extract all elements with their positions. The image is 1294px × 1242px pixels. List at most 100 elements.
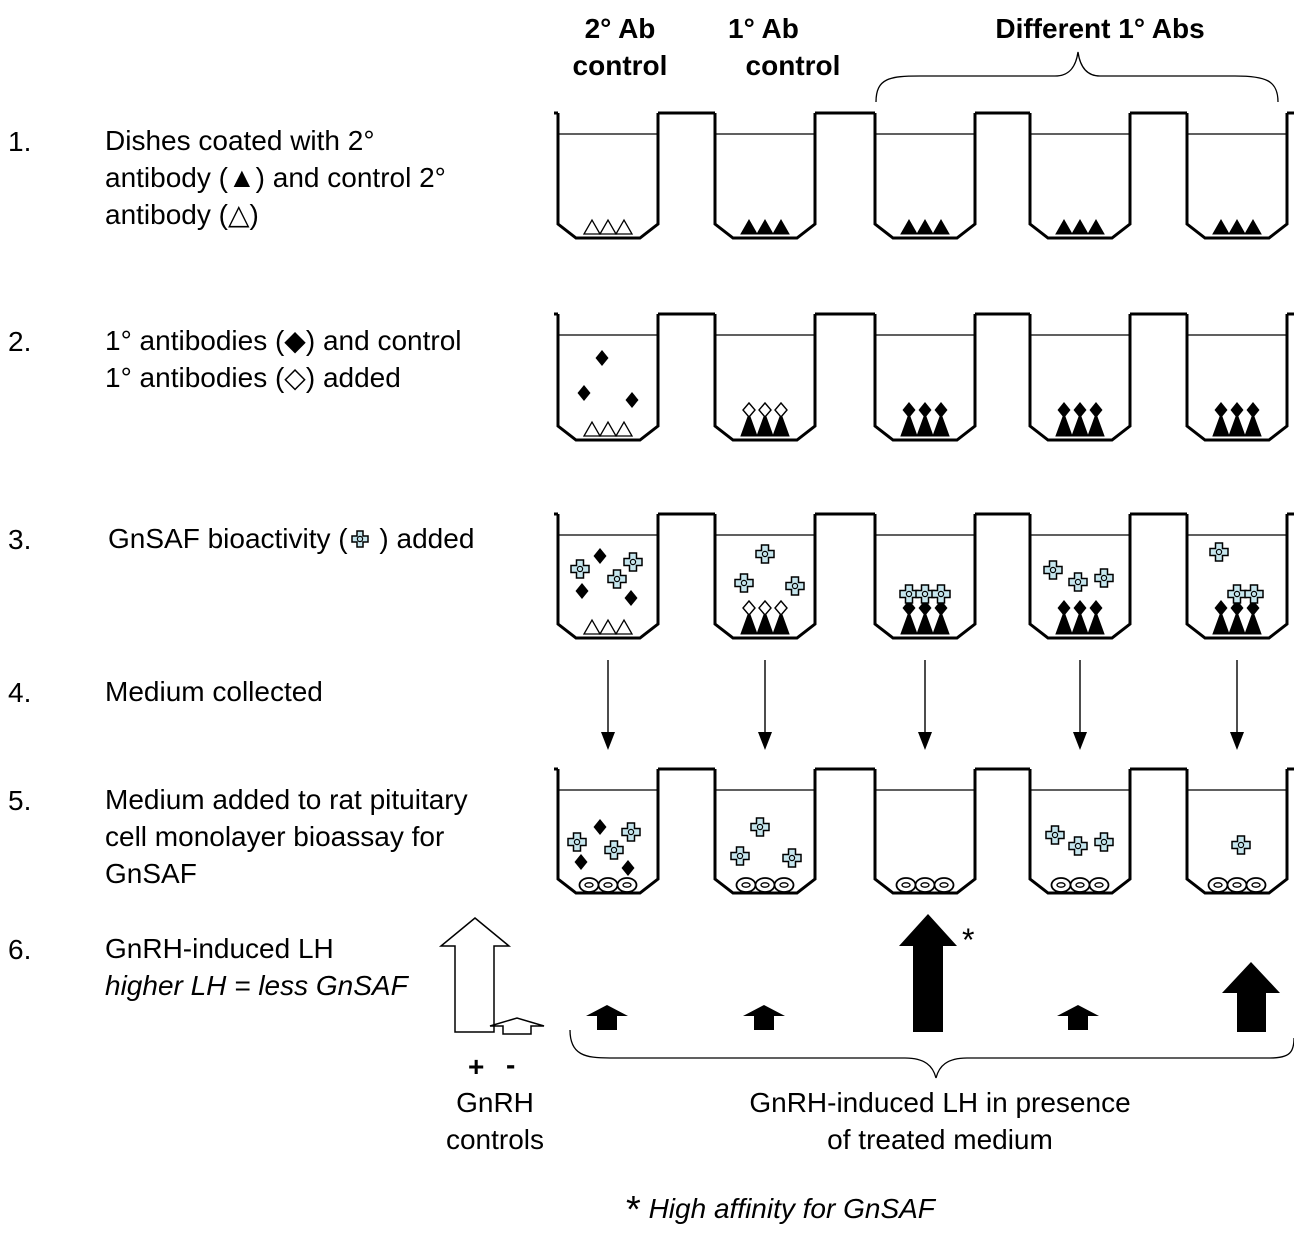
row3-control-1st-ab-col2-2 — [758, 600, 772, 616]
row5-cell-col4-2 — [1069, 877, 1091, 893]
well-row1-col5 — [1185, 113, 1289, 240]
row2-1st-ab-col4-2 — [1073, 402, 1087, 418]
row5-cell-col1-3 — [616, 877, 638, 893]
row3-1st-ab-col5-1 — [1214, 600, 1228, 616]
well-row1-col1 — [556, 113, 660, 240]
header-2nd-ab-line2: control — [572, 50, 668, 81]
row3-2nd-ab-col3-1 — [900, 610, 918, 635]
step-2-line2: 1° antibodies (◇) added — [105, 362, 401, 393]
row3-gnsaf-col3-3 — [931, 584, 951, 604]
row2-control-1st-ab-col2-1 — [742, 402, 756, 418]
lh-arrow-col1 — [586, 1005, 628, 1030]
gnrh-controls-line1: GnRH — [456, 1087, 534, 1118]
row3-gnsaf-col4-2 — [1068, 572, 1088, 592]
well-row4-col2 — [713, 769, 817, 895]
row5-cell-col2-2 — [754, 877, 776, 893]
row5-gnsaf-col1-2 — [621, 822, 641, 842]
row2-1st-ab-col4-1 — [1057, 402, 1071, 418]
step-6-description: GnRH-induced LH higher LH = less GnSAF — [105, 930, 408, 1004]
row2-1st-ab-col5-3 — [1246, 402, 1260, 418]
step-1-line2: antibody (▲) and control 2° — [105, 162, 446, 193]
row3-2nd-ab-col5-3 — [1244, 610, 1262, 635]
header-different-1st-abs: Different 1° Abs — [995, 13, 1205, 44]
step-3-text-b: ) added — [371, 523, 475, 554]
treated-medium-line2: of treated medium — [827, 1124, 1053, 1155]
row5-cell-col2-1 — [735, 877, 757, 893]
row3-2nd-ab-col3-3 — [932, 610, 950, 635]
asterisk-marker: * — [962, 922, 975, 958]
row2-2nd-ab-col5-1 — [1212, 412, 1230, 437]
row3-gnsaf-col5-3 — [1244, 584, 1264, 604]
row2-control-2nd-ab-col1-2 — [598, 420, 618, 437]
row1-2nd-ab-col3-2 — [916, 218, 934, 235]
row5-gnsaf-col2-1 — [750, 817, 770, 837]
lh-arrow-col3 — [899, 914, 957, 1032]
row1-2nd-ab-col3-3 — [932, 218, 950, 235]
row3-control-1st-ab-col2-1 — [742, 600, 756, 616]
step-5-description: Medium added to rat pituitary cell monol… — [105, 781, 468, 892]
row5-1st-ab-col1-2 — [574, 854, 588, 870]
header-2nd-ab-control: 2° Ab control — [560, 10, 680, 84]
row2-1st-ab-col5-1 — [1214, 402, 1228, 418]
row2-control-2nd-ab-col1-1 — [582, 420, 602, 437]
well-row4-col3 — [873, 769, 977, 895]
row5-cell-col5-2 — [1226, 877, 1248, 893]
step-3-number: 3. — [8, 524, 32, 555]
row5-cell-col1-1 — [578, 877, 600, 893]
row5-gnsaf-col4-2 — [1068, 836, 1088, 856]
step-5-line1: Medium added to rat pituitary — [105, 784, 468, 815]
row5-gnsaf-col1-1 — [567, 832, 587, 852]
row5-cell-col3-3 — [933, 877, 955, 893]
well-row2-col1 — [556, 314, 660, 442]
row3-free-1st-ab-1 — [593, 548, 607, 564]
medium-arrow-head-5 — [1230, 732, 1244, 750]
step-6-number: 6. — [8, 934, 32, 965]
row3-1st-ab-col4-1 — [1057, 600, 1071, 616]
well-row2-col4 — [1028, 314, 1132, 442]
row1-2nd-ab-col3-1 — [900, 218, 918, 235]
row5-cell-col2-3 — [773, 877, 795, 893]
row5-1st-ab-col1-1 — [593, 819, 607, 835]
row2-2nd-ab-col4-3 — [1087, 412, 1105, 437]
row5-cell-col3-2 — [914, 877, 936, 893]
row2-free-1st-ab-3 — [625, 392, 639, 408]
row1-2nd-ab-col2-2 — [756, 218, 774, 235]
row3-control-1st-ab-col2-3 — [774, 600, 788, 616]
step-4-description: Medium collected — [105, 673, 323, 710]
row3-control-2nd-ab-col1-1 — [582, 618, 602, 635]
row3-gnsaf-col1-1 — [570, 559, 590, 579]
row3-control-2nd-ab-col1-3 — [614, 618, 634, 635]
step-5-line3: GnSAF — [105, 858, 197, 889]
row2-2nd-ab-col4-1 — [1055, 412, 1073, 437]
medium-arrow-head-4 — [1073, 732, 1087, 750]
header-2nd-ab-line1: 2° Ab — [584, 13, 656, 44]
step-5-line2: cell monolayer bioassay for — [105, 821, 445, 852]
medium-arrow-head-2 — [758, 732, 772, 750]
step-1-number: 1. — [8, 126, 32, 157]
well-row1-col3 — [873, 113, 977, 240]
row1-2nd-ab-col4-3 — [1087, 218, 1105, 235]
well-row3-col2 — [713, 514, 817, 640]
row3-1st-ab-col4-3 — [1089, 600, 1103, 616]
step-6-line1: GnRH-induced LH — [105, 933, 334, 964]
step-3-text-a: GnSAF bioactivity ( — [108, 523, 348, 554]
step-3-description: GnSAF bioactivity ( ) added — [108, 520, 474, 557]
row2-1st-ab-col4-3 — [1089, 402, 1103, 418]
well-row1-col2 — [713, 113, 817, 240]
row5-cell-col3-1 — [895, 877, 917, 893]
row3-free-1st-ab-2 — [575, 583, 589, 599]
row5-gnsaf-col2-2 — [730, 846, 750, 866]
medium-arrow-head-1 — [601, 732, 615, 750]
gnsaf-legend-icon — [348, 523, 372, 548]
row5-cell-col5-3 — [1245, 877, 1267, 893]
row2-1st-ab-col3-3 — [934, 402, 948, 418]
row2-2nd-ab-col3-1 — [900, 412, 918, 437]
footnote-asterisk: * — [626, 1189, 641, 1231]
row2-2nd-ab-col3-2 — [916, 412, 934, 437]
row5-cell-col4-3 — [1088, 877, 1110, 893]
row3-2nd-ab-col5-2 — [1228, 610, 1246, 635]
well-row2-col5 — [1185, 314, 1289, 442]
row3-2nd-ab-col2-2 — [756, 610, 774, 635]
step-2-description: 1° antibodies (◆) and control 1° antibod… — [105, 322, 461, 396]
wells-layer — [554, 111, 1294, 895]
